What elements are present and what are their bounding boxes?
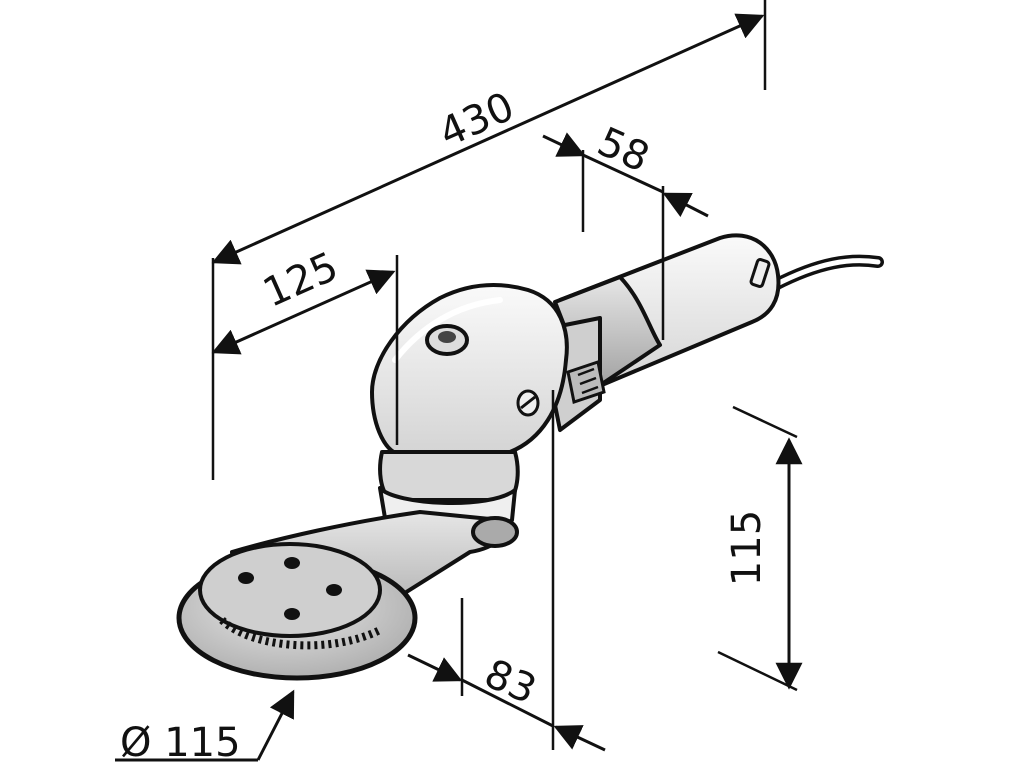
dim-diameter-label: Ø 115 [120,720,241,766]
tool-illustration [176,233,884,681]
dim-83-label: 83 [478,651,543,714]
disc-inner [198,542,382,638]
disc-teeth [219,617,382,650]
disc-hole-icon [238,572,254,584]
dim-125-label: 125 [256,244,344,317]
dim-115-height-label: 115 [724,510,770,586]
collar [378,450,520,502]
disc-hole-icon [326,584,342,596]
disc-hole-icon [284,557,300,569]
dimension-lines [115,0,803,762]
arm-hub [471,516,519,548]
dim-58-label: 58 [591,119,656,182]
gear-head [370,283,569,457]
disc-hole-icon [284,608,300,620]
